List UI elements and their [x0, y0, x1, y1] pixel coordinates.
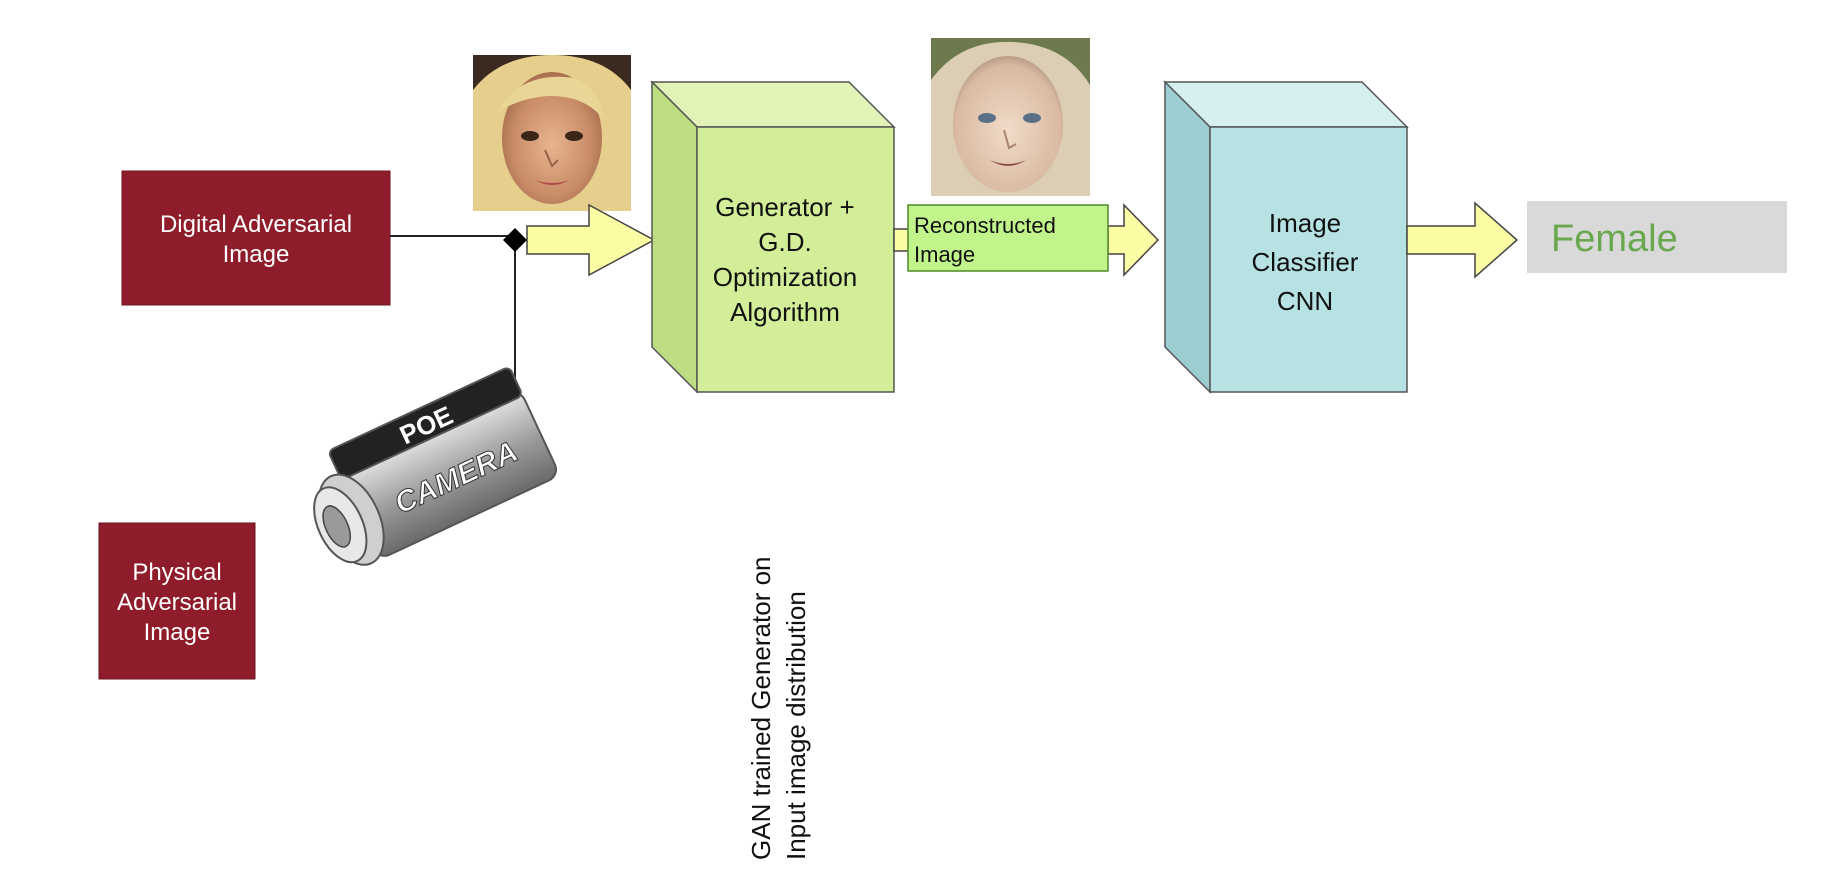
reconstructed-arrow	[1107, 203, 1160, 277]
generator-note-line2: Input image distribution	[781, 591, 811, 860]
digital-box-label-line2: Image	[223, 241, 290, 268]
reconstructed-image-box: Reconstructed Image	[893, 203, 1160, 277]
physical-adversarial-image-box: Physical Adversarial Image	[98, 522, 256, 680]
output-label: Female	[1551, 218, 1678, 260]
input-face-image	[473, 55, 631, 211]
physical-box-label-line1: Physical	[132, 559, 221, 586]
output-arrow	[1406, 201, 1519, 279]
reconstructed-face-image	[931, 38, 1090, 197]
junction-diamond-icon	[503, 228, 527, 252]
reconstructed-label-line2: Image	[914, 242, 975, 267]
generator-note: GAN trained Generator on Input image dis…	[746, 557, 811, 861]
classifier-label-line1: Image	[1269, 208, 1341, 238]
classifier-label-line2: Classifier	[1252, 247, 1359, 277]
classifier-block: Image Classifier CNN	[1163, 80, 1409, 394]
generator-label-line3: Optimization	[713, 262, 858, 292]
digital-adversarial-image-box: Digital Adversarial Image	[121, 170, 391, 306]
generator-label-line4: Algorithm	[730, 297, 840, 327]
generator-block: Generator + G.D. Optimization Algorithm	[650, 80, 896, 394]
generator-note-line1: GAN trained Generator on	[746, 557, 776, 861]
physical-box-label-line3: Image	[144, 619, 211, 646]
physical-box-label-line2: Adversarial	[117, 589, 237, 616]
digital-box-label-line1: Digital Adversarial	[160, 211, 352, 238]
generator-label-line2: G.D.	[758, 227, 811, 257]
generator-label-line1: Generator +	[715, 192, 854, 222]
output-label-box: Female	[1527, 201, 1787, 273]
input-arrow	[526, 203, 656, 277]
reconstructed-label-line1: Reconstructed	[914, 213, 1056, 238]
classifier-label-line3: CNN	[1277, 286, 1333, 316]
poe-camera-icon: POE CAMERA	[313, 367, 558, 566]
